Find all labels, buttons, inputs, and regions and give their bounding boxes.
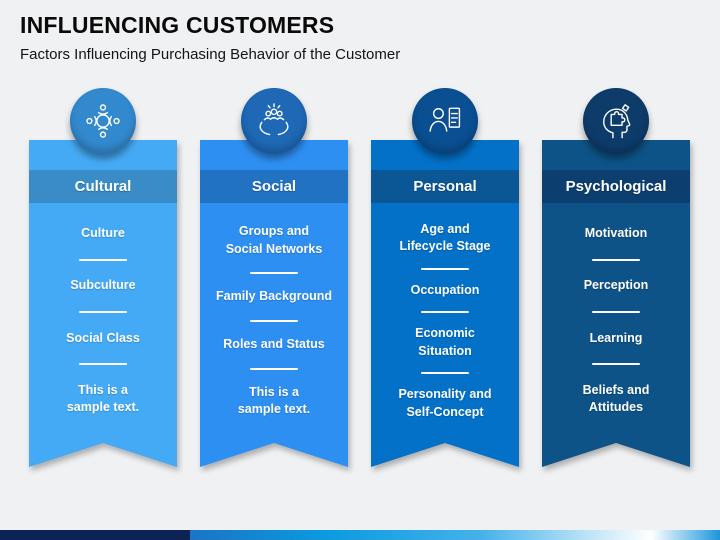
factor-item: Age and Lifecycle Stage <box>399 221 491 254</box>
head-puzzle-icon <box>595 100 637 142</box>
factor-item: Occupation <box>410 282 480 297</box>
page-subtitle: Factors Influencing Purchasing Behavior … <box>20 46 401 63</box>
factor-item: This is a sample text. <box>237 384 311 417</box>
footer-bar-left-segment <box>0 530 190 540</box>
column-icon-circle <box>412 88 478 154</box>
footer-bar-gradient-segment <box>190 530 720 540</box>
column-header-psychological: Psychological <box>542 170 690 203</box>
item-divider <box>421 372 469 374</box>
factor-item: Learning <box>589 330 643 345</box>
item-divider <box>592 363 640 365</box>
factor-item: Personality and Self-Concept <box>398 387 492 419</box>
item-divider <box>79 363 127 365</box>
factor-item: Culture <box>81 226 125 241</box>
factor-item: Beliefs and Attitudes <box>582 382 650 415</box>
footer-bar <box>0 530 720 540</box>
factor-item: Groups and Social Networks <box>225 224 323 256</box>
item-divider <box>592 259 640 261</box>
column-header-cultural: Cultural <box>29 170 177 203</box>
factor-item: Economic Situation <box>415 326 475 358</box>
factor-item: Roles and Status <box>223 337 325 352</box>
item-divider <box>421 311 469 313</box>
person-profile-document-icon <box>424 100 466 142</box>
factor-item: Social Class <box>66 330 140 345</box>
column-icon-circle <box>583 88 649 154</box>
hands-holding-people-icon <box>253 100 295 142</box>
item-divider <box>250 320 298 322</box>
column-header-personal: Personal <box>371 170 519 203</box>
factor-item: Motivation <box>584 226 648 241</box>
item-divider <box>250 368 298 370</box>
column-icon-circle <box>70 88 136 154</box>
column-header-social: Social <box>200 170 348 203</box>
item-divider <box>79 259 127 261</box>
item-divider <box>250 272 298 274</box>
factor-item: Family Background <box>216 289 332 304</box>
page-title: INFLUENCING CUSTOMERS <box>20 12 335 38</box>
factor-item: Perception <box>583 278 649 293</box>
factor-item: Subculture <box>70 278 136 293</box>
item-divider <box>592 311 640 313</box>
item-divider <box>79 311 127 313</box>
item-divider <box>421 268 469 270</box>
factor-item: This is a sample text. <box>66 382 140 415</box>
culture-group-icon <box>82 100 124 142</box>
column-icon-circle <box>241 88 307 154</box>
